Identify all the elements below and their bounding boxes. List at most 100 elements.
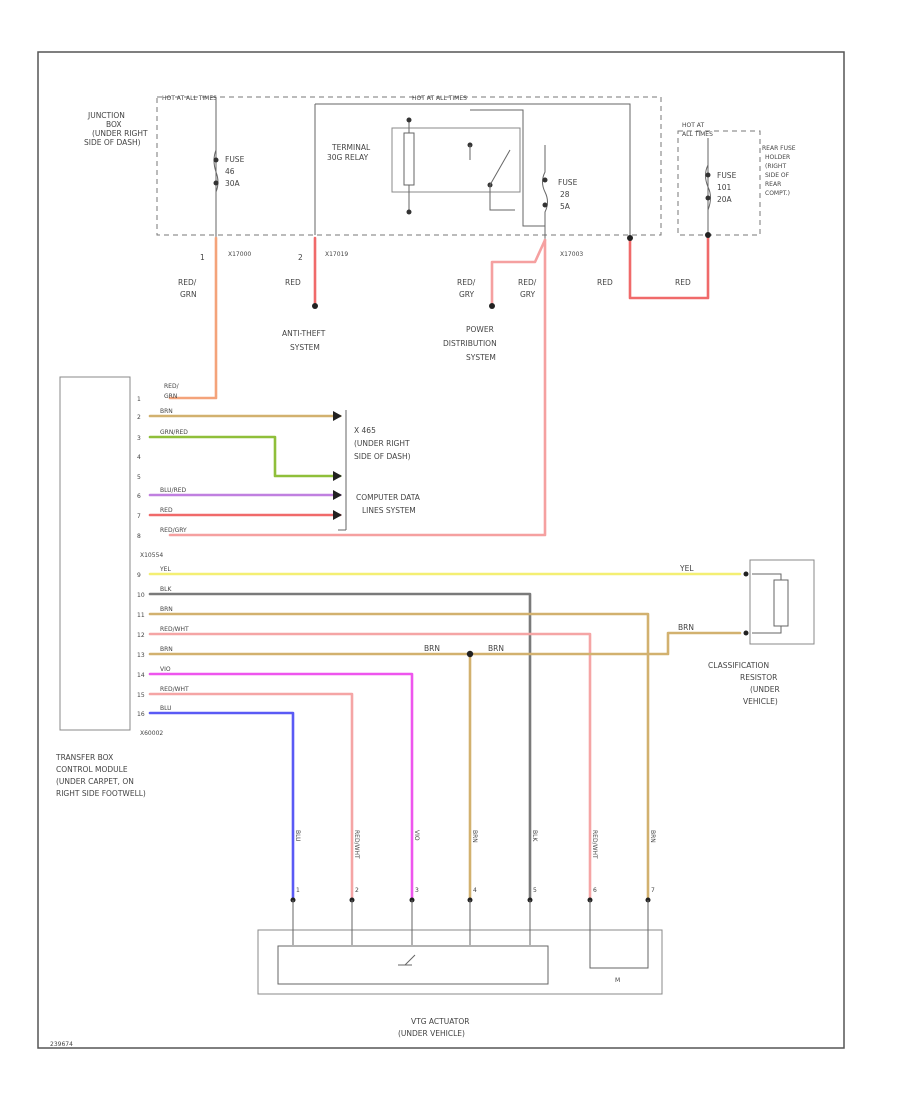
hot-at-all-times-1: HOT AT [682,122,704,129]
module-pin-color-15: RED/WHT [160,686,189,693]
svg-text:SYSTEM: SYSTEM [466,353,496,362]
fuse-101: FUSE 101 20A [705,164,737,211]
label-brn-splice-left: BRN [424,644,440,653]
module-pin-5: 5 [137,474,141,481]
label-brn-splice-right: BRN [488,644,504,653]
svg-text:RIGHT SIDE FOOTWELL): RIGHT SIDE FOOTWELL) [56,789,146,798]
svg-text:101: 101 [717,183,732,192]
actuator-pin-6: 6 [593,887,597,894]
transfer-box-control-module [59,376,131,731]
splice-brn [466,650,474,658]
connector-x17000: X17000 [228,251,251,258]
label-red-grn-top-2: GRN [180,290,197,299]
module-pin-9: 9 [137,572,141,579]
svg-text:SIDE OF: SIDE OF [765,172,790,179]
wire-red-grn-feed [168,236,218,400]
module-pin-8: 8 [137,533,141,540]
svg-text:TERMINAL: TERMINAL [331,143,371,152]
svg-text:FUSE: FUSE [558,178,578,187]
svg-text:X 465: X 465 [354,426,376,435]
svg-text:RED/: RED/ [164,383,180,390]
actuator-wire-color-3: VIO [413,830,420,841]
module-pin-12: 12 [137,632,145,639]
module-pin-color-10: BLK [160,586,172,593]
relay-feed-wire [315,103,631,238]
wire-blk-actuator [148,592,532,902]
svg-text:CONTROL MODULE: CONTROL MODULE [56,765,128,774]
rear-fuse-holder-outline [677,130,761,236]
actuator-pin-3: 3 [415,887,419,894]
connector-x17019: X17019 [325,251,348,258]
svg-text:VEHICLE): VEHICLE) [743,697,778,706]
x465-label: X 465 (UNDER RIGHT SIDE OF DASH) [354,426,411,461]
terminal-30g-relay: TERMINAL 30G RELAY [327,117,521,215]
module-pin-color-9: YEL [159,566,171,573]
hot-at-all-times-2: ALL TIMES [682,131,713,138]
label-yel: YEL [679,564,694,573]
classification-resistor [743,559,815,645]
arrow-blured-cdl [333,490,342,500]
svg-text:SYSTEM: SYSTEM [290,343,320,352]
rear-fuse-holder-label: REAR FUSE HOLDER (RIGHT SIDE OF REAR COM… [762,145,796,197]
svg-text:(UNDER RIGHT: (UNDER RIGHT [92,129,148,138]
module-pin-color-12: RED/WHT [160,626,189,633]
svg-text:RESISTOR: RESISTOR [740,673,777,682]
arrow-grnred-x465 [333,471,342,481]
module-pin-14: 14 [137,672,145,679]
svg-text:M: M [615,977,620,984]
module-pin-color-2: BRN [160,408,173,415]
classification-resistor-label: CLASSIFICATION RESISTOR (UNDER VEHICLE) [708,661,780,706]
module-pin-11: 11 [137,612,145,619]
label-brn-resistor: BRN [678,623,694,632]
module-pin-4: 4 [137,454,141,461]
wire-red-wht-actuator-a [148,632,592,902]
power-distribution-system-label: POWER DISTRIBUTION SYSTEM [443,325,497,362]
module-pin-2: 2 [137,414,141,421]
module-pin-color-3: GRN/RED [160,429,188,436]
actuator-wire-color-2: RED/WHT [353,830,360,859]
svg-text:30A: 30A [225,179,241,188]
label-red-gry-mod-2: GRY [520,290,536,299]
module-pin-color-11: BRN [160,606,173,613]
wire-red-gry-power-dist [490,238,547,307]
module-pin-7: 7 [137,513,141,520]
module-pin-color-7: RED [160,507,173,514]
svg-text:POWER: POWER [466,325,494,334]
module-pin-color-13: BRN [160,646,173,653]
svg-text:REAR: REAR [765,181,781,188]
svg-text:TRANSFER BOX: TRANSFER BOX [55,753,113,762]
anti-theft-system-label: ANTI-THEFT SYSTEM [282,329,326,352]
svg-text:BOX: BOX [106,120,122,129]
svg-text:FUSE: FUSE [225,155,245,164]
transfer-box-label: TRANSFER BOX CONTROL MODULE (UNDER CARPE… [55,753,146,798]
cdl-label: COMPUTER DATA LINES SYSTEM [356,493,421,515]
wire-red-rear [628,233,710,300]
svg-text:(UNDER CARPET, ON: (UNDER CARPET, ON [56,777,134,786]
svg-text:(RIGHT: (RIGHT [765,163,786,170]
svg-text:ANTI-THEFT: ANTI-THEFT [282,329,326,338]
module-pin-10: 10 [137,592,145,599]
label-red-5: RED [597,278,613,287]
module-pin-3: 3 [137,435,141,442]
label-red-anti: RED [285,278,301,287]
label-red-grn-top-1: RED/ [178,278,197,287]
connector-x17003: X17003 [560,251,583,258]
module-pin-6: 6 [137,493,141,500]
svg-text:SIDE OF DASH): SIDE OF DASH) [84,138,141,147]
svg-text:(UNDER VEHICLE): (UNDER VEHICLE) [398,1029,465,1038]
fuse-28: FUSE 28 5A [542,145,578,240]
svg-text:(UNDER RIGHT: (UNDER RIGHT [354,439,410,448]
wire-grn-red-x465 [148,435,342,478]
wire-vio-actuator [148,672,414,902]
actuator-wire-color-5: BLK [531,830,538,842]
svg-text:DISTRIBUTION: DISTRIBUTION [443,339,497,348]
connector-pin-2: 2 [298,253,303,262]
module-pin-1: 1 [137,396,141,403]
svg-text:VTG ACTUATOR: VTG ACTUATOR [411,1017,469,1026]
label-red-6: RED [675,278,691,287]
module-pins: 12BRN3GRN/RED456BLU/RED7RED8RED/GRY9YEL1… [137,383,189,718]
label-red-gry-mod-1: RED/ [518,278,537,287]
wire-brn-actuator [148,612,650,902]
svg-text:5A: 5A [560,202,571,211]
